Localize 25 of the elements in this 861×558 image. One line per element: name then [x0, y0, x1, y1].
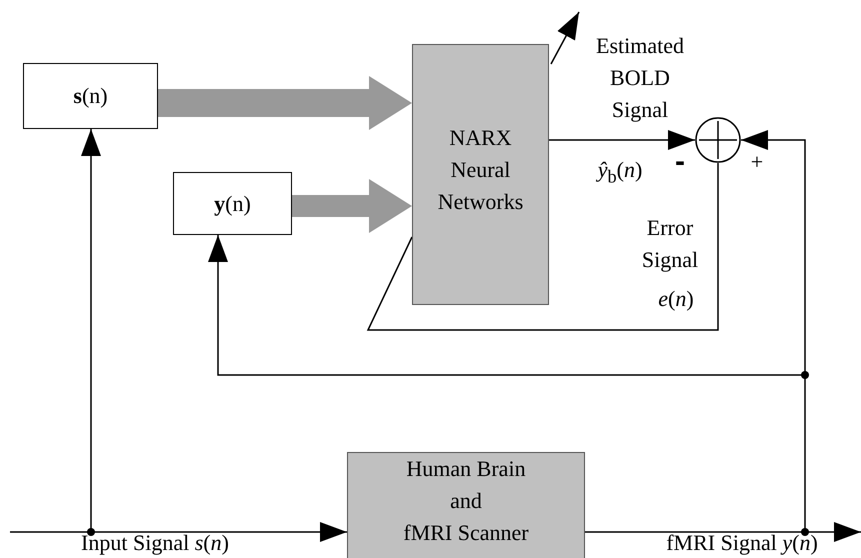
- block-label: y(n): [214, 190, 251, 218]
- block-label: s(n): [73, 82, 108, 110]
- arrow: [292, 179, 412, 233]
- connector-line: [366, 163, 719, 331]
- signal-label: fMRI Signal y(n): [665, 531, 819, 555]
- block-label: Human Brain and fMRI Scanner: [403, 455, 529, 547]
- block: [23, 63, 158, 129]
- summing-junction: [695, 117, 741, 163]
- signal-label: Estimated BOLD Signal: [595, 32, 685, 124]
- signal-label: e(n): [657, 285, 695, 313]
- block: [173, 172, 292, 235]
- junction-dot: [801, 528, 809, 536]
- sign-label: -: [674, 146, 686, 178]
- arrow: [10, 522, 347, 542]
- sign-label: +: [750, 148, 764, 176]
- arrow: [158, 76, 412, 130]
- block: [347, 452, 585, 558]
- block-label: NARX Neural Networks: [438, 124, 524, 216]
- arrow: [585, 522, 861, 542]
- block: [412, 44, 549, 305]
- arrow: [549, 130, 695, 150]
- signal-label: Input Signal s(n): [80, 531, 230, 555]
- junction-dot: [87, 528, 95, 536]
- junction-dot: [801, 371, 809, 379]
- signal-label: ŷ$_{b}$(n): [595, 156, 644, 188]
